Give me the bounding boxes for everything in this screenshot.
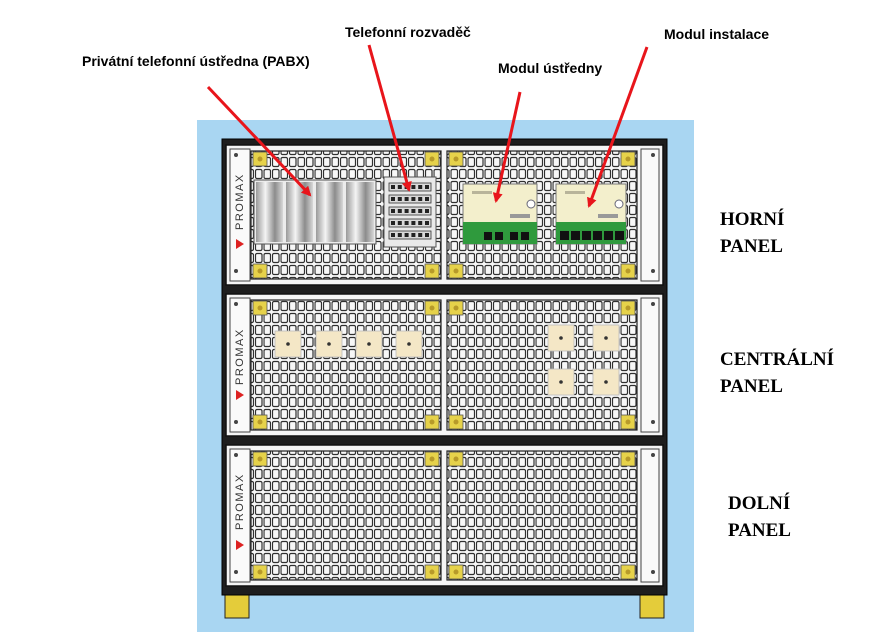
brand-middle: PROMAX (234, 328, 246, 385)
arrow-phone-board (367, 44, 412, 192)
label-top-panel: HORNÍ PANEL (720, 206, 784, 260)
label-bottom-panel-line1: DOLNÍ (728, 493, 791, 514)
label-middle-panel: CENTRÁLNÍ PANEL (720, 346, 834, 400)
blank-covers-right (547, 324, 620, 396)
label-middle-panel-line2: PANEL (720, 376, 783, 397)
brand-bottom: PROMAX (234, 473, 246, 530)
blank-covers-left (274, 330, 423, 358)
central-module (462, 183, 538, 245)
pabx-unit (253, 179, 377, 245)
label-bottom-panel: DOLNÍ PANEL (728, 490, 791, 544)
brand-top: PROMAX (234, 173, 246, 230)
label-bottom-panel-line2: PANEL (728, 520, 791, 541)
label-middle-panel-line1: CENTRÁLNÍ (720, 349, 835, 370)
phone-distribution-board (383, 176, 437, 248)
rack-foot-left (224, 591, 250, 619)
promax-logo-icon (236, 540, 244, 550)
label-pabx: Privátní telefonní ústředna (PABX) (82, 53, 310, 69)
arrow-central-module (492, 91, 522, 203)
promax-logo-icon (236, 239, 244, 249)
promax-logo-icon (236, 390, 244, 400)
label-top-panel-line1: HORNÍ (720, 209, 785, 230)
rack-panel-middle (225, 293, 664, 437)
label-central-module: Modul ústředny (498, 60, 603, 76)
rack-foot-right (639, 591, 665, 619)
label-install-module: Modul instalace (664, 26, 770, 42)
label-phone-board: Telefonní rozvaděč (345, 24, 471, 40)
install-module (555, 183, 627, 245)
label-top-panel-line2: PANEL (720, 236, 783, 257)
rack-panel-bottom (225, 444, 664, 587)
arrow-pabx (206, 85, 312, 197)
arrow-install-module (587, 46, 649, 208)
